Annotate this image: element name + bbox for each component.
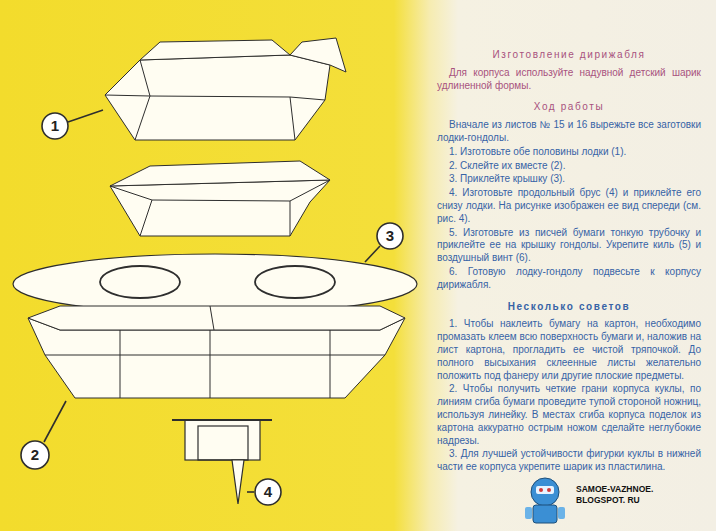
beam-inner	[198, 426, 248, 460]
tip-text: 2. Чтобы получить четкие грани корпуса к…	[437, 383, 701, 447]
step-text: 4. Изготовьте продольный брус (4) и прик…	[437, 187, 701, 225]
callout-number: 3	[376, 222, 404, 250]
boat-rim	[28, 306, 405, 330]
fold-line	[290, 201, 291, 236]
beam-body	[185, 420, 260, 460]
section-heading: Ход работы	[437, 101, 701, 114]
leader-line	[247, 491, 254, 493]
lid	[13, 254, 417, 314]
step-text: 3. Приклейте крышку (3).	[437, 173, 701, 186]
boat-drawing	[28, 306, 405, 398]
fold-line	[110, 180, 330, 201]
text-column: Изготовление дирижабляДля корпуса исполь…	[437, 40, 701, 475]
fold-line	[140, 60, 150, 96]
callout-circle	[21, 441, 49, 469]
tip-text: 1. Чтобы наклеить бумагу на картон, необ…	[437, 318, 701, 382]
robot-arm	[525, 507, 532, 519]
keel-spike	[232, 460, 244, 504]
step-text: 1. Изготовьте обе половины лодки (1).	[437, 146, 701, 159]
section-heading: Несколько советов	[437, 301, 701, 314]
boat-flap	[140, 40, 290, 60]
callout-number: 2	[21, 441, 49, 469]
step-text: 2. Склейте их вместе (2).	[437, 160, 701, 173]
lid-drawing	[13, 254, 417, 314]
callout-circle	[42, 113, 68, 139]
beam-top	[172, 419, 272, 421]
lid-hole	[100, 266, 180, 298]
fold-line	[135, 96, 150, 140]
robot-body	[533, 505, 557, 523]
boat-half-drawing	[105, 38, 346, 140]
robot-eye	[547, 488, 551, 492]
watermark: SAMOE-VAZHNOE. BLOGSPOT. RU	[576, 484, 676, 507]
callout-circle	[377, 223, 403, 249]
fold-line	[140, 200, 152, 236]
tip-text: 3. Для лучшей устойчивости фигурки куклы…	[437, 448, 701, 474]
fold-line	[210, 330, 211, 398]
fold-line	[45, 355, 385, 356]
leader-line	[68, 110, 103, 122]
callout-number: 1	[41, 112, 69, 140]
callout-circle	[255, 479, 281, 505]
lid-hole	[255, 266, 335, 298]
robot-visor	[536, 486, 554, 494]
fold-line	[330, 330, 331, 398]
intro-note: Для корпуса используйте надувной детский…	[437, 67, 701, 93]
fold-line	[120, 330, 121, 398]
robot-icon	[525, 478, 565, 523]
fold-line	[290, 97, 295, 140]
boat-hull	[105, 55, 330, 140]
boat-flap	[110, 161, 330, 186]
callout-marks	[21, 110, 403, 505]
fold-line	[105, 95, 325, 100]
leader-line	[365, 246, 380, 262]
step-text: 5. Изготовьте из писчей бумаги тонкую тр…	[437, 227, 701, 265]
robot-arm	[558, 507, 565, 519]
section-title: Изготовление дирижабля	[437, 49, 701, 62]
instruction-text: Вначале из листов № 15 и 16 вырежьте все…	[437, 119, 701, 145]
robot-eye	[539, 488, 543, 492]
leader-line	[44, 401, 66, 442]
boat-bow-flap	[290, 38, 346, 72]
boat-half-drawing	[110, 161, 330, 236]
boat-hull	[110, 180, 330, 236]
divider-line	[210, 306, 214, 330]
robot-head	[531, 478, 559, 506]
callout-number: 4	[254, 478, 282, 506]
step-text: 6. Готовую лодку-гондолу подвесьте к кор…	[437, 266, 701, 292]
